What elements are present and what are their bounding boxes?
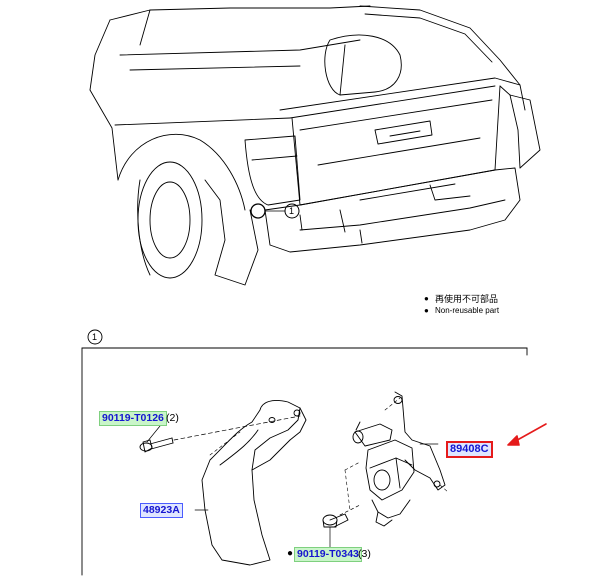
legend-bullet-cn: ● (424, 294, 429, 303)
part-link-90119-T0343[interactable]: 90119-T0343 (294, 547, 362, 562)
section-bracket (81, 329, 528, 576)
legend-non-reusable-cn: 再使用不可部品 (435, 294, 499, 304)
section-callout-number: 1 (92, 332, 98, 342)
highlight-arrow (507, 423, 547, 446)
height-sensor-89408C (344, 391, 449, 527)
vehicle-illustration (89, 5, 541, 286)
non-reusable-bullet: ● (287, 548, 294, 559)
part-qty-90119-T0343: (3) (358, 548, 371, 560)
legend-bullet-en: ● (424, 306, 429, 315)
vehicle-callout-number: 1 (289, 206, 295, 216)
part-link-90119-T0126[interactable]: 90119-T0126 (99, 411, 167, 426)
part-link-89408C[interactable]: 89408C (446, 441, 493, 458)
part-link-48923A[interactable]: 48923A (140, 503, 183, 518)
bolt-90119-T0343 (322, 504, 361, 549)
legend-non-reusable-en: Non-reusable part (435, 306, 500, 315)
bracket-48923A (194, 399, 307, 566)
part-qty-90119-T0126: (2) (166, 412, 179, 424)
bolt-90119-T0126 (139, 415, 301, 453)
